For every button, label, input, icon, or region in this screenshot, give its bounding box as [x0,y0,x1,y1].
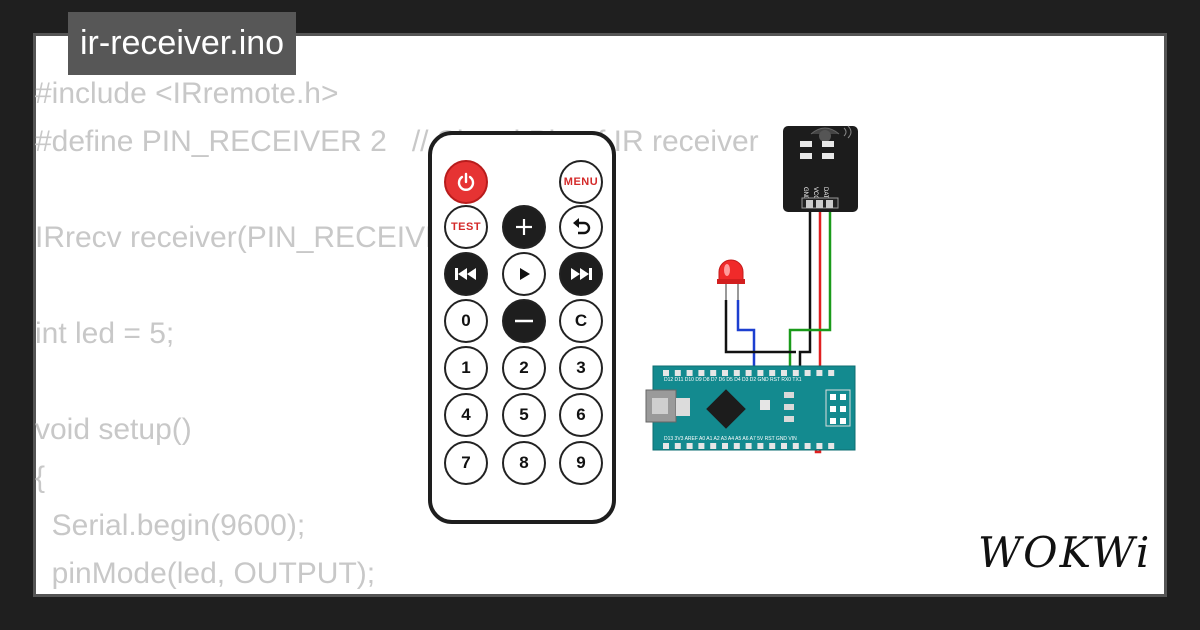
header-pin [828,370,835,376]
num-9-button[interactable]: 9 [559,441,603,485]
num-5-button[interactable]: 5 [502,393,546,437]
header-pin [698,443,705,449]
back-button[interactable] [559,205,603,249]
remote-button-label: 6 [576,405,586,424]
remote-button-label: 5 [519,405,529,424]
remote-button-label: 4 [461,405,471,424]
num-3-button[interactable]: 3 [559,346,603,390]
plus-button[interactable] [502,205,546,249]
header-pin [733,370,740,376]
back-arrow-icon [570,216,592,238]
code-preview: #include <IRremote.h>#define PIN_RECEIVE… [35,70,759,598]
ir-pin-label-gnd: GND [802,187,808,201]
remote-button-label: 0 [461,311,471,330]
plus-icon [514,217,534,237]
code-line: { [35,461,46,494]
header-pin [686,370,693,376]
bottom-pin-labels: D13 3V3 AREF A0 A1 A2 A3 A4 A5 A6 A7 5V … [664,436,797,442]
header-pin [816,443,823,449]
remote-button-label: 8 [519,453,529,472]
c-button[interactable]: C [559,299,603,343]
header-pin [698,370,705,376]
num-1-button[interactable]: 1 [444,346,488,390]
top-pin-header [663,370,835,376]
remote-button-label: TEST [450,221,482,233]
num-4-button[interactable]: 4 [444,393,488,437]
header-pin [745,370,752,376]
bottom-pin-header [663,443,835,449]
dat-wire [788,210,832,378]
num-8-button[interactable]: 8 [502,441,546,485]
remote-button-label: C [574,311,588,330]
header-pin [804,443,811,449]
test-button[interactable]: TEST [444,205,488,249]
header-pin [674,443,681,449]
header-pin [722,443,728,449]
code-line: pinMode(led, OUTPUT); [35,557,376,590]
wokwi-logo: WOKWi [978,528,1152,577]
header-pin [769,370,776,376]
ir-pin-label-dat: DAT [822,187,828,199]
remote-button-label: 2 [519,358,529,377]
arduino-nano-board[interactable]: D12 D11 D10 D9 D8 D7 D6 D5 D4 D3 D2 GND … [645,365,856,451]
header-pin [710,443,717,449]
minus-icon [513,311,535,331]
header-pin [816,370,823,376]
led-gnd-wire [724,300,796,354]
header-pin [792,443,799,449]
header-pin [781,443,787,449]
next-button[interactable] [559,252,603,296]
fast-forward-icon [569,267,593,281]
menu-button[interactable]: MENU [559,160,603,204]
code-line: IRrecv receiver(PIN_RECEIVER); [35,221,486,254]
header-pin [757,370,764,376]
header-pin [722,370,728,376]
rewind-icon [454,267,478,281]
led-wire [736,300,756,378]
red-led[interactable] [717,259,745,300]
remote-button-label: MENU [563,176,599,188]
prev-button[interactable] [444,252,488,296]
header-pin [781,370,787,376]
power-button[interactable] [444,160,488,204]
code-line: #include <IRremote.h> [35,77,339,110]
header-pin [757,443,764,449]
minus-button[interactable] [502,299,546,343]
code-line: int led = 5; [35,317,175,350]
ir-receiver-module[interactable]: GND VCC DAT [783,125,858,212]
header-pin [686,443,693,449]
header-pin [663,370,669,376]
top-pin-labels: D12 D11 D10 D9 D8 D7 D6 D5 D4 D3 D2 GND … [664,377,802,383]
remote-button-label: 7 [461,453,471,472]
header-pin [663,443,669,449]
play-icon [517,267,531,281]
remote-button-label: 9 [576,453,586,472]
ir-pin-label-vcc: VCC [812,187,818,200]
num-7-button[interactable]: 7 [444,441,488,485]
header-pin [710,370,717,376]
gnd-wire [798,210,812,378]
header-pin [674,370,681,376]
power-icon [455,171,477,193]
num-2-button[interactable]: 2 [502,346,546,390]
header-pin [828,443,835,449]
header-pin [792,370,799,376]
code-line: void setup() [35,413,192,446]
remote-button-label: 3 [576,358,586,377]
header-pin [733,443,740,449]
header-pin [745,443,752,449]
header-pin [769,443,776,449]
ir-remote-control[interactable]: MENU TEST 0 C 1 2 3 4 5 6 7 8 9 [428,131,616,524]
file-title-tab[interactable]: ir-receiver.ino [68,12,297,75]
code-line: Serial.begin(9600); [35,509,306,542]
play-button[interactable] [502,252,546,296]
remote-button-label: 1 [461,358,471,377]
num-0-button[interactable]: 0 [444,299,488,343]
num-6-button[interactable]: 6 [559,393,603,437]
header-pin [804,370,811,376]
